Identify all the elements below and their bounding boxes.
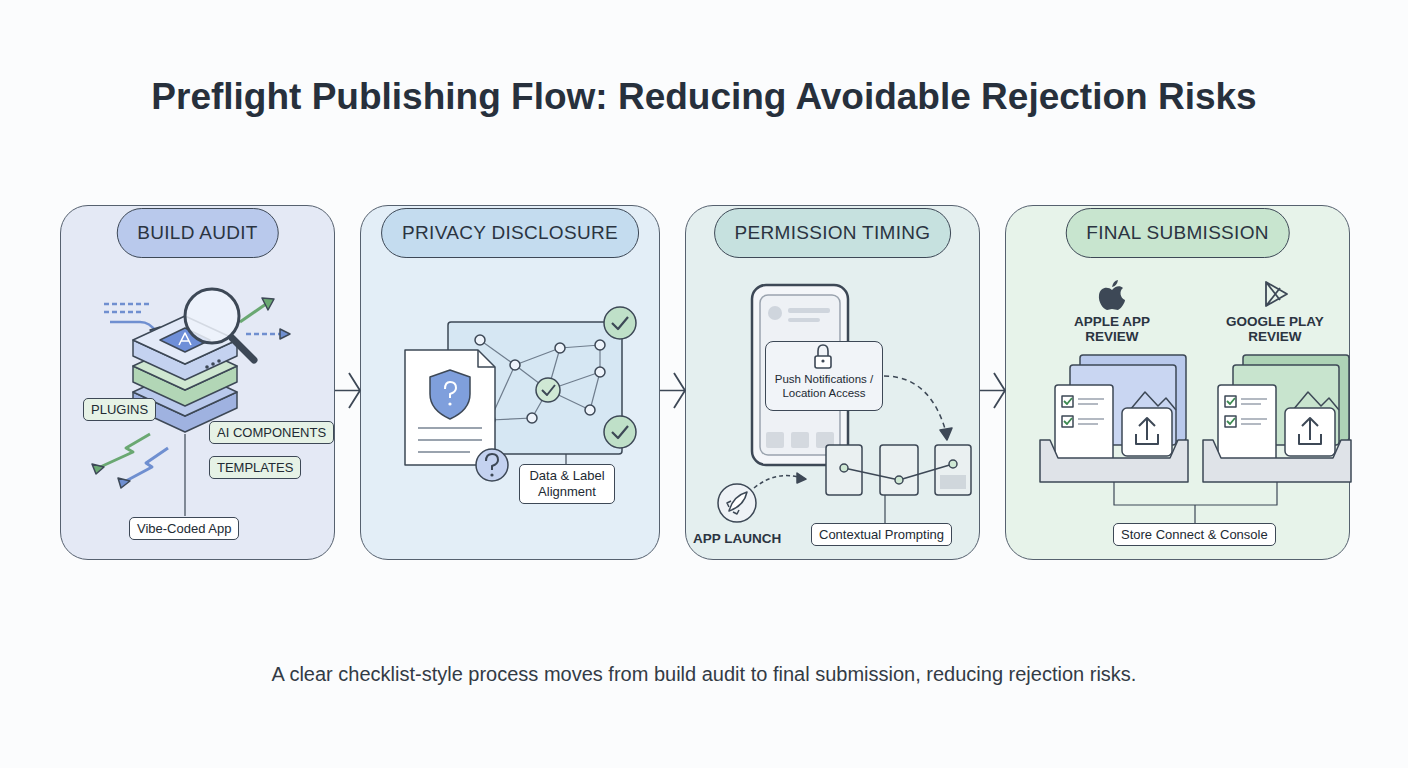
stage-panel: BUILD AUDIT PLUGINS AI COMPONENTS TEMPLATES… — [60, 205, 335, 560]
label-box: Store Connect & Console — [1113, 523, 1276, 546]
label-box: AI COMPONENTS — [209, 421, 334, 444]
node-text: Vibe-Coded App — [137, 521, 231, 536]
node-text: Data & Label Alignment — [529, 468, 604, 499]
graphic-shape — [994, 373, 1005, 408]
node-text: PLUGINS — [91, 402, 148, 417]
flow-connector — [980, 373, 1005, 408]
stage-panel: PRIVACY DISCLOSURE Data & Label Alignment — [360, 205, 660, 560]
permission-prompt-box: Push Notifications / Location Access — [765, 341, 883, 411]
label-box: Vibe-Coded App — [129, 517, 239, 540]
stage-header-pill: BUILD AUDIT — [116, 208, 279, 258]
node-text: Contextual Prompting — [819, 527, 944, 542]
label-box: Contextual Prompting — [811, 523, 952, 546]
node-text: AI COMPONENTS — [217, 425, 326, 440]
diagram-caption: A clear checklist-style process moves fr… — [0, 663, 1408, 686]
label-box: TEMPLATES — [209, 456, 301, 479]
flow-connector — [660, 373, 685, 408]
node-text: Store Connect & Console — [1121, 527, 1268, 542]
graphic-shape — [335, 390, 360, 392]
annotation-label: GOOGLE PLAY REVIEW — [1220, 314, 1330, 344]
stage-panel: PERMISSION TIMING Push Notifications / Lo… — [685, 205, 980, 560]
label-box: Data & Label Alignment — [519, 464, 615, 504]
graphic-shape — [349, 373, 360, 408]
graphic-shape — [674, 373, 685, 408]
label-box: PLUGINS — [83, 398, 156, 421]
node-text: TEMPLATES — [217, 460, 293, 475]
node-text: Push Notifications / Location Access — [775, 373, 873, 399]
annotation-label: APP LAUNCH — [693, 531, 781, 546]
flow-connector — [335, 373, 360, 408]
diagram-title: Preflight Publishing Flow: Reducing Avoi… — [0, 76, 1408, 118]
stage-panel: FINAL SUBMISSION Store Connect & Console — [1005, 205, 1350, 560]
graphic-shape — [980, 390, 1005, 392]
stage-header-pill: PERMISSION TIMING — [714, 208, 952, 258]
stage-header-pill: FINAL SUBMISSION — [1065, 208, 1290, 258]
graphic-shape — [660, 390, 685, 392]
annotation-label: APPLE APP REVIEW — [1057, 314, 1167, 344]
stage-header-pill: PRIVACY DISCLOSURE — [381, 208, 639, 258]
